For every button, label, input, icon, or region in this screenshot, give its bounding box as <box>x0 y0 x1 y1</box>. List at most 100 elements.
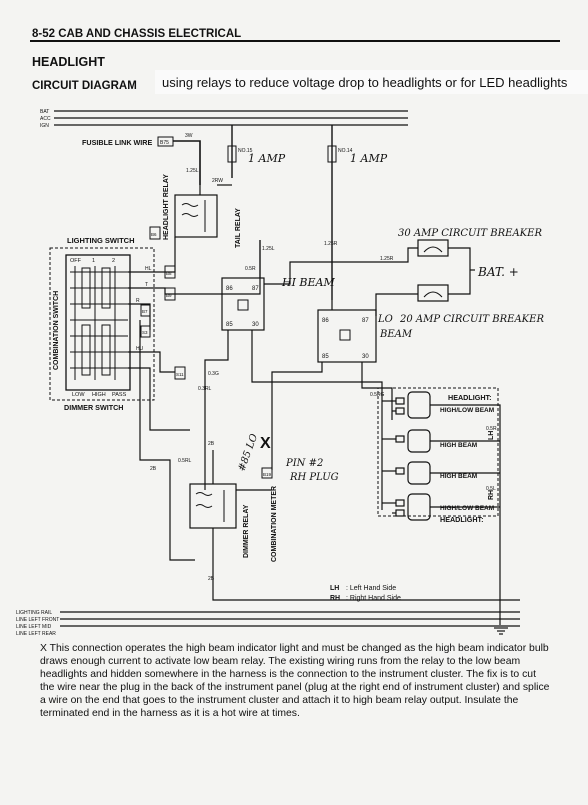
note-85-lo: #85 LO <box>236 432 260 473</box>
lighting-switch-label: LIGHTING SWITCH <box>67 236 135 245</box>
fuse2-id: NO.14 <box>338 148 353 154</box>
connector-b7-label: B7 <box>142 309 148 314</box>
wire-label-05l: 0.5L <box>486 486 496 492</box>
dimmer-relay-coil-icon <box>195 492 213 508</box>
switch-high-label: HIGH <box>92 392 106 398</box>
combination-switch-label: COMBINATION SWITCH <box>53 291 60 370</box>
wire-label-2b: 2B <box>150 466 157 472</box>
wire-label-05r-b: 0.5R <box>486 426 497 432</box>
combination-meter-label: COMBINATION METER <box>271 486 278 562</box>
annotation-box <box>155 70 588 94</box>
annotation-note: using relays to reduce voltage drop to h… <box>162 75 568 90</box>
fusible-link-label: FUSIBLE LINK WIRE <box>82 138 152 147</box>
combination-switch-boundary <box>49 247 155 401</box>
breaker2-icon <box>423 291 443 298</box>
wire-t-label: T <box>145 282 148 288</box>
wire-label-2rw: 2RW <box>212 178 223 184</box>
wire-label-05rl: 0.5RL <box>178 458 192 464</box>
connector-b19 <box>261 467 273 479</box>
headlight-ground-wires <box>381 398 501 625</box>
connector-b6 <box>149 226 161 240</box>
hi-relay-label: HI BEAM <box>281 276 335 289</box>
connector-b9 <box>164 287 176 301</box>
lo-relay-coil-icon <box>339 329 351 341</box>
breaker1-label: 30 AMP CIRCUIT BREAKER <box>398 228 542 239</box>
wire-label-05rg: 0.5RG <box>370 392 385 398</box>
switch-low-label: LOW <box>72 392 85 398</box>
headlight-bulbs <box>395 391 431 521</box>
battery-plus-label: BAT. + <box>477 265 519 279</box>
lo-relay-pin-86: 86 <box>322 318 329 324</box>
headlight-group-boundary <box>377 387 499 517</box>
headlight-h2-label: HIGH BEAM <box>440 442 477 449</box>
power-wires <box>204 240 475 490</box>
connector-b8-label: B8 <box>166 271 172 276</box>
x-mark: X <box>260 435 271 452</box>
headlight-h4-label: HIGH/LOW BEAM <box>440 505 494 512</box>
headlight-tail-relay-box <box>174 194 218 238</box>
bus-label-bat: BAT <box>40 109 49 115</box>
lo-beam-relay-box <box>317 309 377 363</box>
legend-rh-text: : Right Hand Side <box>346 595 401 602</box>
wire-label-2b-c: 2B <box>208 441 215 447</box>
lo-relay-pin-87: 87 <box>362 318 369 324</box>
pin-note-2: RH PLUG <box>289 472 339 483</box>
switch-pass-label: PASS <box>112 392 127 398</box>
hi-relay-pin-30: 30 <box>252 322 259 328</box>
dimmer-relay-box <box>189 483 237 529</box>
hi-relay-coil-icon <box>237 299 249 311</box>
legend-lh-key: LH <box>330 585 339 592</box>
switch-off-label: OFF <box>70 258 82 264</box>
hi-beam-relay-box <box>221 277 265 331</box>
fuse1-rating: 1 AMP <box>248 152 286 165</box>
fuse1-id: NO.15 <box>238 148 253 154</box>
bottom-bus-label-1: LIGHTING RAIL <box>16 610 52 616</box>
connector-s3-label: S3 <box>142 330 148 335</box>
wire-label-3w: 3W <box>185 133 193 139</box>
ground-symbol-icon <box>494 627 508 635</box>
wire-label-03rl: 0.3RL <box>198 386 212 392</box>
breaker1-body <box>417 239 449 257</box>
wire-r-label: R <box>136 298 140 304</box>
headlight-h3-label: HIGH BEAM <box>440 473 477 480</box>
dimmer-relay-wires <box>212 450 520 601</box>
diagram-subtitle: CIRCUIT DIAGRAM <box>32 80 137 92</box>
wire-label-2b-b: 2B <box>208 576 215 582</box>
bus-label-acc: ACC <box>40 116 51 122</box>
connector-b9-label: B9 <box>166 293 172 298</box>
lo-relay-pin-85: 85 <box>322 354 329 360</box>
headlight-lh-label: LH <box>488 431 495 440</box>
lighting-switch-box <box>65 254 131 391</box>
dimmer-relay-label: DIMMER RELAY <box>243 504 250 558</box>
fuse2-body <box>327 145 337 163</box>
hi-relay-pin-85: 85 <box>226 322 233 328</box>
hi-relay-pin-87: 87 <box>252 286 259 292</box>
headlight-bottom-label: HEADLIGHT: <box>440 515 484 524</box>
bottom-bus-label-4: LINE LEFT REAR <box>16 631 56 637</box>
fusible-wire <box>173 140 201 185</box>
fuse2-rating: 1 AMP <box>350 152 388 165</box>
connector-b8 <box>164 265 176 279</box>
switch-contacts <box>70 266 128 380</box>
bottom-bus-label-3: LINE LEFT MID <box>16 624 52 630</box>
headlight-h1-label: HIGH/LOW BEAM <box>440 407 494 414</box>
wire-label-03g: 0.3G <box>208 371 219 377</box>
connector-s11-label: S11 <box>176 372 184 377</box>
wire-label-125l-b: 1.25L <box>262 246 275 252</box>
fuse1-body <box>227 145 237 163</box>
relay-coil-icon <box>181 203 199 217</box>
breaker2-label: 20 AMP CIRCUIT BREAKER <box>399 314 544 325</box>
lo-relay-label-2: BEAM <box>379 329 413 340</box>
wire-hu-label: HU <box>136 346 144 352</box>
headlight-relay-label: HEADLIGHT RELAY <box>163 174 170 240</box>
pin-note-1: PIN #2 <box>285 458 323 469</box>
footnote-text: X This connection operates the high beam… <box>40 643 550 719</box>
headlight-rh-label: RH <box>488 490 495 500</box>
legend-rh-key: RH <box>330 595 340 602</box>
legend-lh-text: : Left Hand Side <box>346 585 396 592</box>
lo-relay-pin-30: 30 <box>362 354 369 360</box>
breaker1-icon <box>423 246 443 253</box>
hi-relay-pin-86: 86 <box>226 286 233 292</box>
